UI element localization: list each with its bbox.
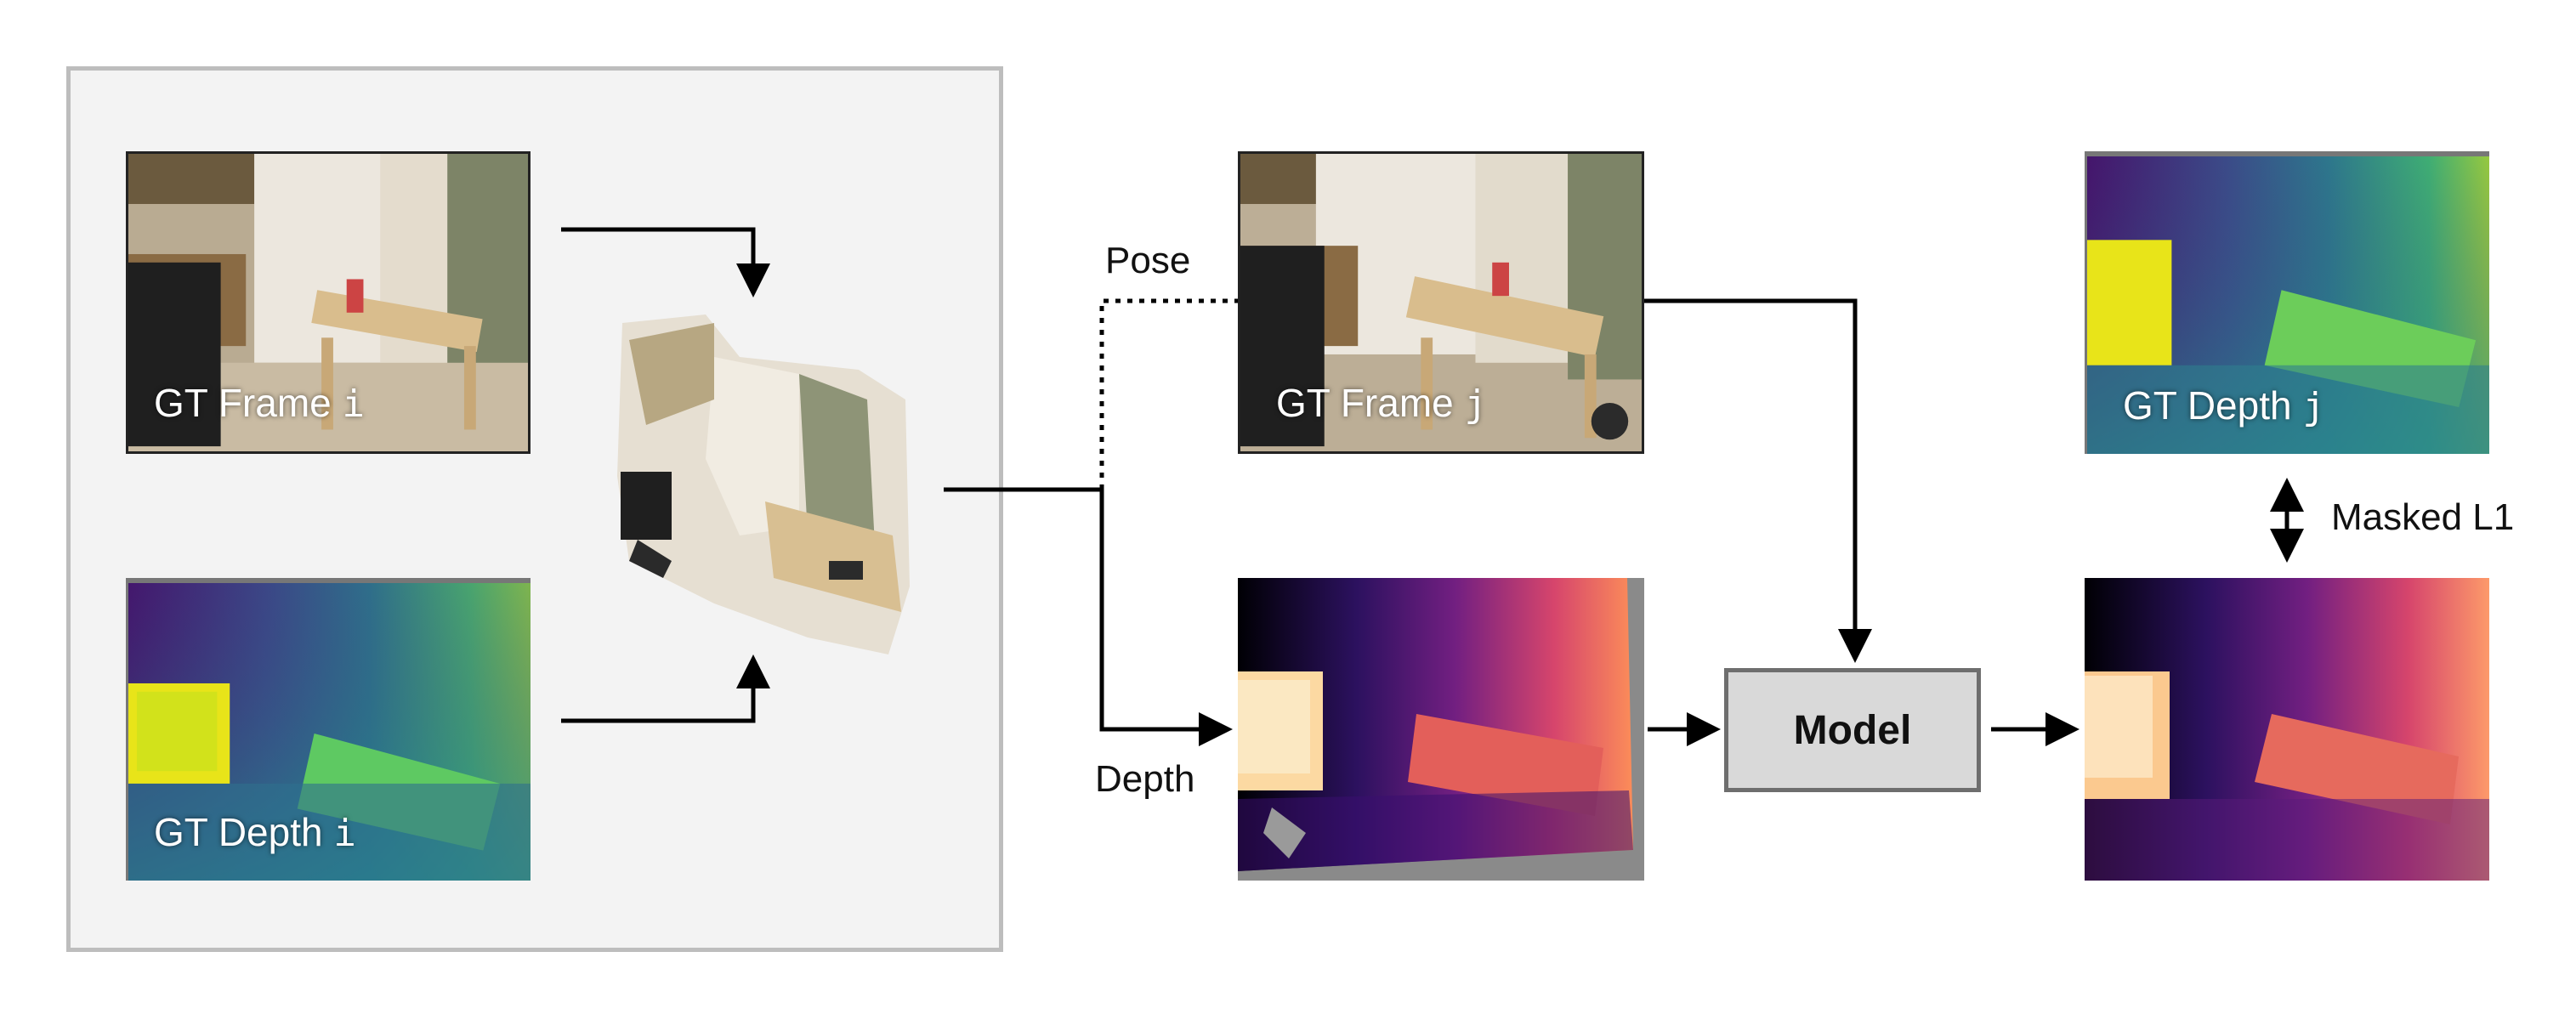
gt-frame-i-image: GT Frame i xyxy=(126,151,531,454)
gt-frame-j-index: j xyxy=(1464,382,1488,426)
depth-label: Depth xyxy=(1095,758,1195,800)
predicted-depth-image xyxy=(2085,578,2489,881)
masked-l1-label: Masked L1 xyxy=(2331,496,2515,538)
warped-depth-image xyxy=(1238,578,1644,881)
model-label: Model xyxy=(1793,707,1912,753)
gt-frame-j-image: GT Frame j xyxy=(1238,151,1644,454)
gt-depth-j-index: j xyxy=(2302,385,2325,428)
gt-depth-i-image: GT Depth i xyxy=(126,578,531,881)
point-cloud-image xyxy=(612,306,927,654)
frame-j-to-model-arrow xyxy=(1644,298,1872,663)
gt-frame-i-label: GT Frame xyxy=(154,381,332,425)
gt-depth-j-label: GT Depth xyxy=(2123,383,2292,428)
gt-frame-j-label: GT Frame xyxy=(1276,381,1454,425)
gt-frame-i-index: i xyxy=(342,382,366,426)
pose-branch-line xyxy=(1099,298,1238,490)
gt-depth-i-index: i xyxy=(333,812,356,855)
model-box: Model xyxy=(1724,668,1981,792)
gt-depth-j-image: GT Depth j xyxy=(2085,151,2489,454)
gt-depth-i-label: GT Depth xyxy=(154,810,323,854)
depth-branch-arrow xyxy=(1099,490,1233,746)
pose-label: Pose xyxy=(1105,240,1191,281)
